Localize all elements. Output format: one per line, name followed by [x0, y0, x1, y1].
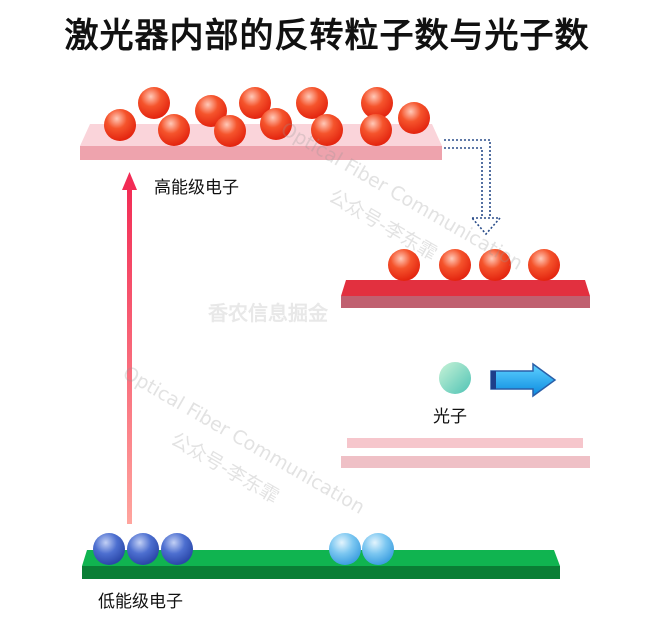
low-level-electrons [93, 533, 394, 565]
photon-label: 光子 [433, 407, 467, 427]
electron [214, 115, 246, 147]
electron [138, 87, 170, 119]
electron [361, 87, 393, 119]
electron [93, 533, 125, 565]
transition-dotted-arrow [444, 139, 502, 236]
low-level-label: 低能级电子 [98, 592, 183, 612]
electron [127, 533, 159, 565]
electron [362, 533, 394, 565]
high-level-electrons [104, 87, 430, 147]
low-energy-level-bar [82, 550, 560, 579]
pump-arrow [122, 172, 137, 524]
lower-lasing-level-bar [341, 438, 590, 468]
electron [439, 249, 471, 281]
electron [398, 102, 430, 134]
photon-direction-arrow [490, 362, 557, 398]
photon [439, 362, 471, 394]
metastable-electrons [388, 249, 560, 281]
electron [158, 114, 190, 146]
electron [528, 249, 560, 281]
high-level-label: 高能级电子 [154, 178, 239, 198]
electron [260, 108, 292, 140]
electron [161, 533, 193, 565]
electron [104, 109, 136, 141]
electron [329, 533, 361, 565]
electron [239, 87, 271, 119]
diagram-title: 激光器内部的反转粒子数与光子数 [64, 16, 590, 56]
electron [479, 249, 511, 281]
metastable-level-bar [341, 280, 590, 308]
electron [388, 249, 420, 281]
electron [311, 114, 343, 146]
electron [360, 114, 392, 146]
electron [195, 95, 227, 127]
watermark-text: 香农信息掘金 [208, 301, 328, 325]
electron [296, 87, 328, 119]
